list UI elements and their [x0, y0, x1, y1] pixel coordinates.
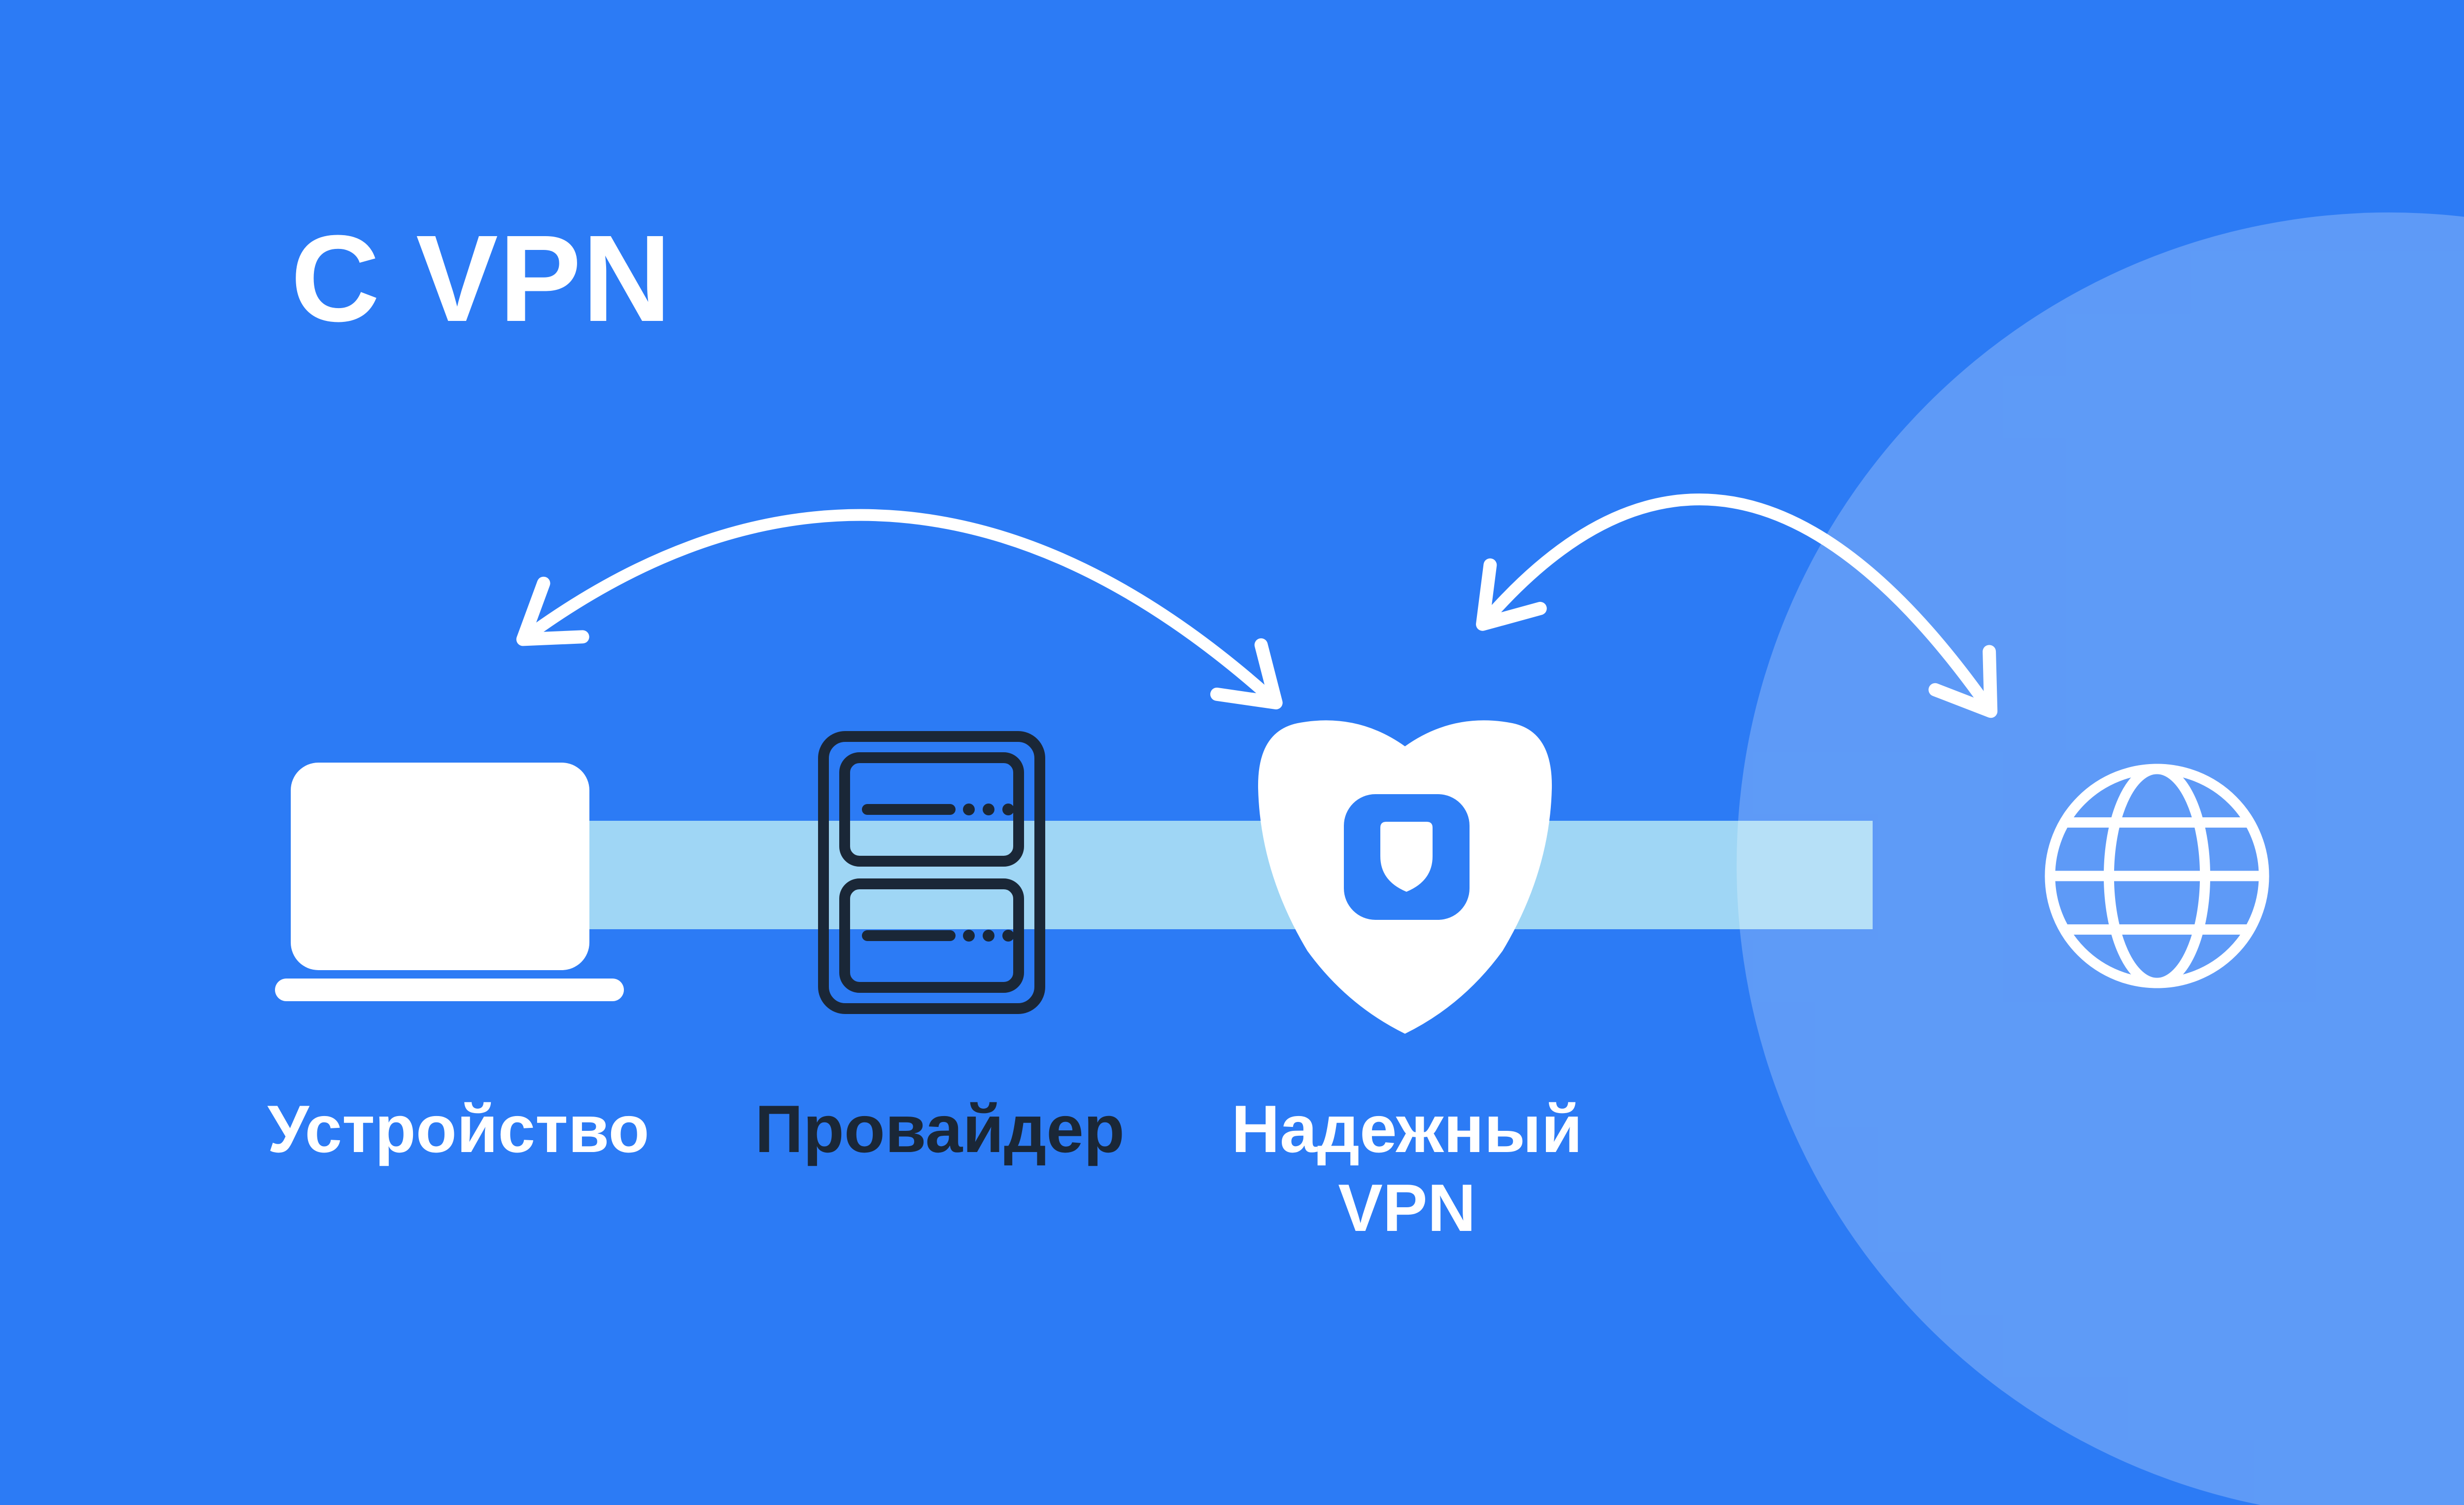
provider-label: Провайдер	[755, 1091, 1125, 1166]
shield-icon	[1258, 720, 1552, 1034]
arrow-device-vpn	[516, 509, 1283, 710]
device-label: Устройство	[267, 1091, 650, 1166]
vpn-label: Надежный VPN	[1161, 1089, 1653, 1248]
globe-icon	[2045, 764, 2269, 988]
vpn-label-line1: Надежный	[1231, 1091, 1583, 1166]
laptop-icon	[291, 763, 589, 970]
vpn-logo-glyph	[1380, 822, 1433, 892]
laptop-base	[275, 979, 624, 1001]
page-title: С VPN	[291, 210, 673, 347]
tunnel-band	[586, 821, 1873, 929]
vpn-label-line2: VPN	[1338, 1170, 1476, 1246]
server-icon	[818, 731, 1045, 1014]
